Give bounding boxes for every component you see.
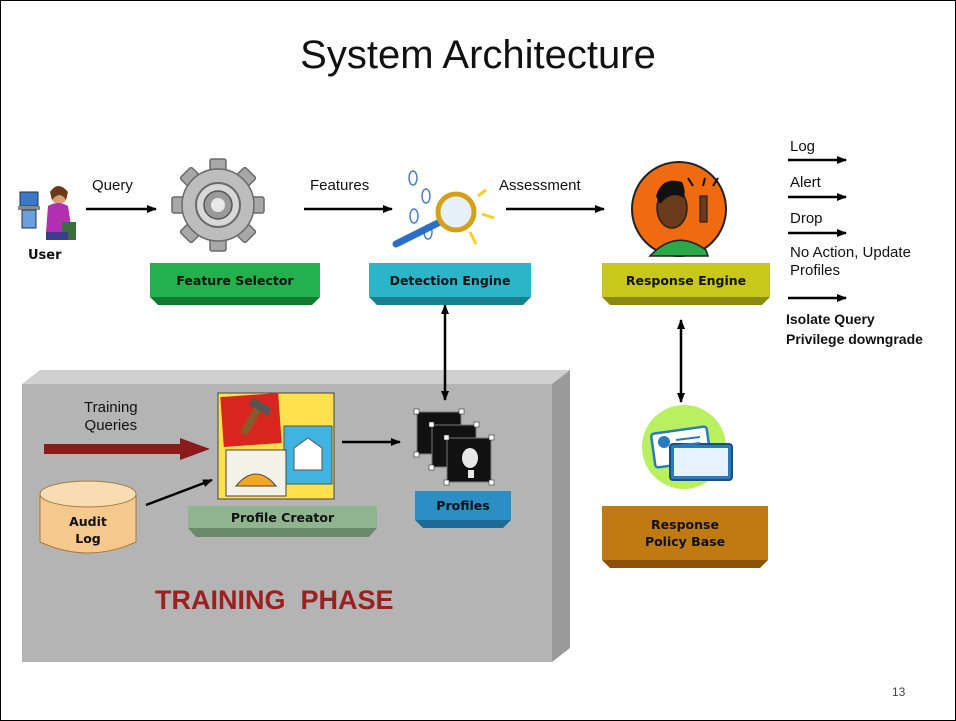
feature-selector-label: Feature Selector xyxy=(176,272,294,288)
profile-creator-label: Profile Creator xyxy=(230,509,335,525)
profiles-label: Profiles xyxy=(436,498,490,513)
assessment-label: Assessment xyxy=(499,177,581,194)
training-phase-label: TRAINING PHASE xyxy=(155,585,394,615)
query-label: Query xyxy=(92,177,133,194)
flow-arrows xyxy=(86,156,847,507)
profiles-icon xyxy=(413,408,495,486)
response-isolate-label: Isolate Query xyxy=(786,311,875,327)
training-queries-label: Training Queries xyxy=(84,399,138,434)
user-label: User xyxy=(28,248,62,263)
person-idea-icon xyxy=(631,161,727,257)
profile-creator-box: Profile Creator xyxy=(188,506,377,528)
feature-selector-box: Feature Selector xyxy=(150,263,320,297)
box-shadows xyxy=(150,297,770,568)
detection-engine-label: Detection Engine xyxy=(389,272,511,288)
response-engine-label: Response Engine xyxy=(625,272,747,288)
mail-icon xyxy=(642,405,733,489)
response-alert-label: Alert xyxy=(790,174,821,191)
audit-log-label: Audit Log xyxy=(40,510,136,550)
response-policy-base-box: Response Policy Base xyxy=(602,506,768,560)
response-policy-base-label: Response Policy Base xyxy=(644,517,726,549)
tools-icon xyxy=(217,392,335,500)
magnifier-icon xyxy=(392,170,495,248)
features-label: Features xyxy=(310,177,370,194)
audit-log-cylinder xyxy=(39,480,137,554)
response-no-action-label: No Action, Update Profiles xyxy=(790,244,911,279)
user-computer-icon xyxy=(18,186,76,240)
response-drop-label: Drop xyxy=(790,210,823,227)
slide-title: System Architecture xyxy=(300,33,656,77)
page-number: 13 xyxy=(892,685,906,699)
response-log-label: Log xyxy=(790,138,816,155)
response-engine-box: Response Engine xyxy=(602,263,770,297)
detection-engine-box: Detection Engine xyxy=(369,263,531,297)
audit-log-text: Audit Log xyxy=(69,514,107,546)
response-privilege-label: Privilege downgrade xyxy=(786,331,923,347)
training-arrow xyxy=(44,438,210,460)
profiles-box: Profiles xyxy=(415,491,511,520)
gear-icon xyxy=(171,158,265,252)
